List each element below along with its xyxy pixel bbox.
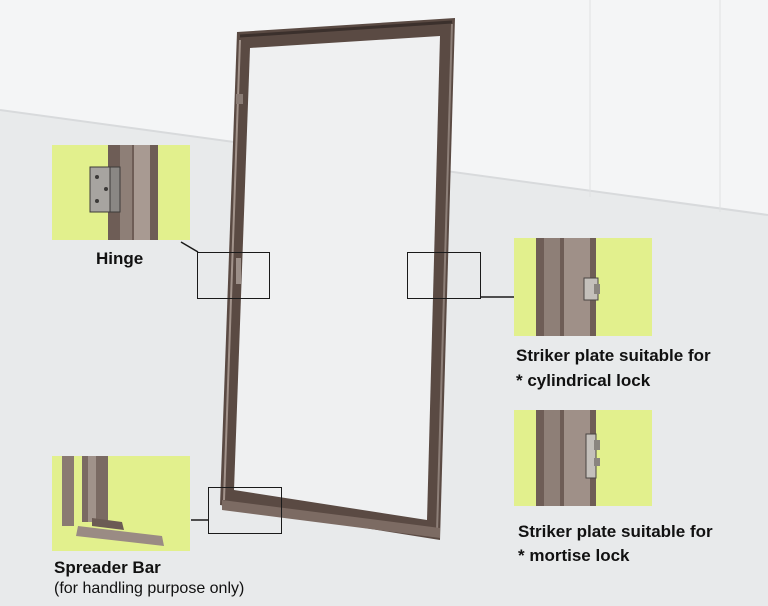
hinge-callout-box [197, 252, 270, 299]
hinge-label: Hinge [96, 249, 144, 268]
striker-mortise-label-line1: Striker plate suitable for [518, 522, 713, 541]
hinge-detail [236, 258, 241, 284]
spreader-bar-note: (for handling purpose only) [54, 580, 245, 597]
spreader-bar-inset-image [52, 456, 190, 551]
spreader-bar-drawing [222, 500, 440, 538]
striker-callout-box [407, 252, 481, 299]
striker-cylindrical-illustration [536, 238, 600, 336]
hinge-illustration [89, 145, 158, 240]
striker-mortise-inset-image [514, 410, 652, 506]
striker-cylindrical-inset-image [514, 238, 652, 336]
frame-head [239, 20, 453, 38]
frame-highlight [436, 23, 453, 533]
striker-cylindrical-label-line2: * cylindrical lock [516, 371, 651, 390]
striker-cylindrical-label-line1: Striker plate suitable for [516, 346, 711, 365]
striker-mortise-illustration [536, 410, 600, 506]
frame-highlight [223, 39, 241, 501]
spreader-bar-label: Spreader Bar [54, 558, 161, 577]
hinge-inset-image [52, 145, 190, 240]
hinge-connector [180, 241, 199, 253]
door-opening [234, 36, 440, 520]
spreader-callout-box [208, 487, 282, 534]
hinge-knob [236, 94, 243, 104]
spreader-bar-illustration [62, 456, 164, 546]
striker-mortise-label-line2: * mortise lock [518, 546, 630, 565]
